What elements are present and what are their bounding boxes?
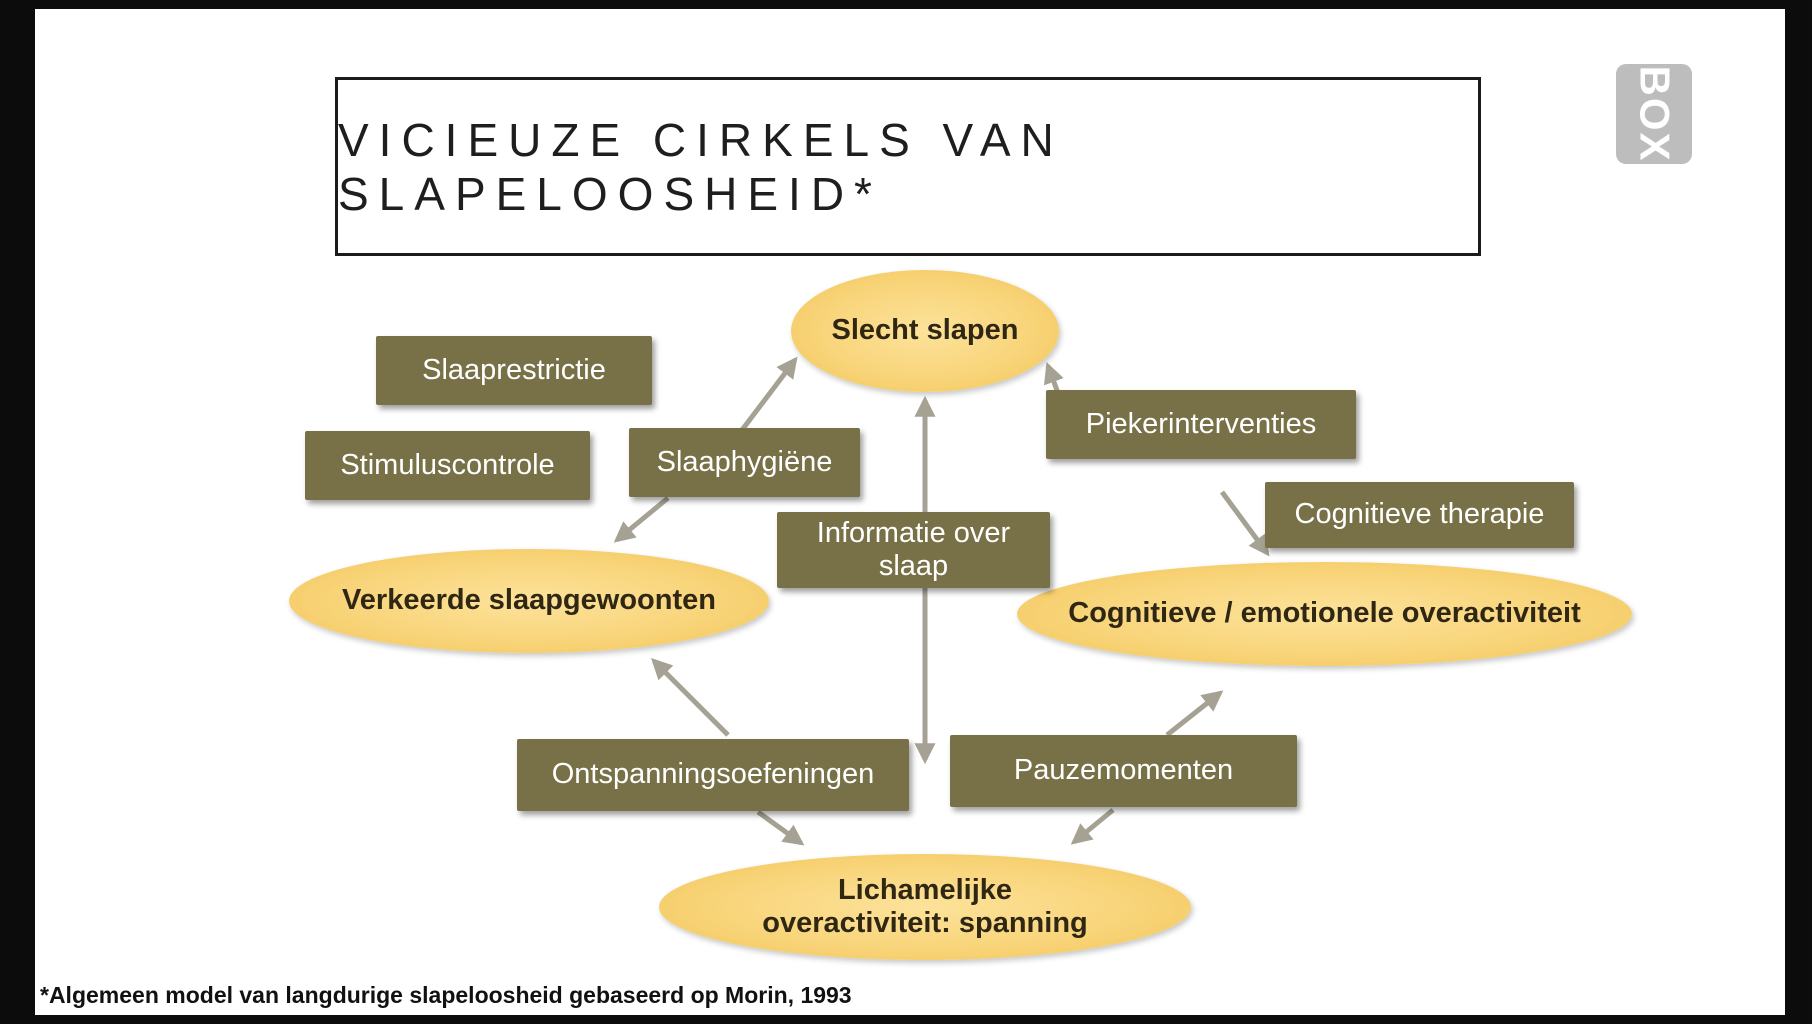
node-ontspanningsoefeningen: Ontspanningsoefeningen: [517, 739, 909, 811]
node-label: Stimuluscontrole: [340, 448, 555, 481]
node-label: Pauzemomenten: [1013, 754, 1234, 787]
node-label: Slaaprestrictie: [422, 353, 606, 386]
node-lichamelijke-overactiviteit: Lichamelijke overactiviteit: spanning: [659, 854, 1191, 960]
node-label: Verkeerde slaapgewoonten: [342, 584, 716, 617]
node-label: Lichamelijke overactiviteit: spanning: [762, 873, 1088, 939]
node-verkeerde-slaapgewoonten: Verkeerde slaapgewoonten: [289, 549, 769, 653]
node-slaaprestrictie: Slaaprestrictie: [376, 336, 652, 405]
node-slecht-slapen: Slecht slapen: [791, 270, 1059, 392]
box-logo-text: BOX: [1631, 65, 1679, 163]
node-informatie-over-slaap: Informatie over slaap: [777, 512, 1050, 588]
title-box: VICIEUZE CIRKELS VAN SLAPELOOSHEID*: [335, 77, 1481, 256]
node-label: Informatie over slaap: [816, 516, 1011, 582]
node-slaaphygiene: Slaaphygiëne: [629, 428, 860, 497]
footnote: *Algemeen model van langdurige slapeloos…: [40, 982, 852, 1008]
node-piekerinterventies: Piekerinterventies: [1046, 390, 1356, 459]
node-pauzemomenten: Pauzemomenten: [950, 735, 1297, 807]
node-label: Ontspanningsoefeningen: [551, 758, 875, 791]
node-cognitieve-emotionele-overactiviteit: Cognitieve / emotionele overactiviteit: [1017, 562, 1632, 666]
node-label: Slaaphygiëne: [656, 445, 833, 478]
node-label: Cognitieve / emotionele overactiviteit: [1068, 597, 1581, 630]
node-label: Cognitieve therapie: [1294, 498, 1545, 531]
node-label: Slecht slapen: [831, 314, 1019, 347]
node-cognitieve-therapie: Cognitieve therapie: [1265, 482, 1574, 548]
slide-title: VICIEUZE CIRKELS VAN SLAPELOOSHEID*: [338, 113, 1064, 220]
box-logo: BOX: [1616, 64, 1692, 164]
node-label: Piekerinterventies: [1085, 407, 1317, 440]
node-stimuluscontrole: Stimuluscontrole: [305, 431, 590, 500]
